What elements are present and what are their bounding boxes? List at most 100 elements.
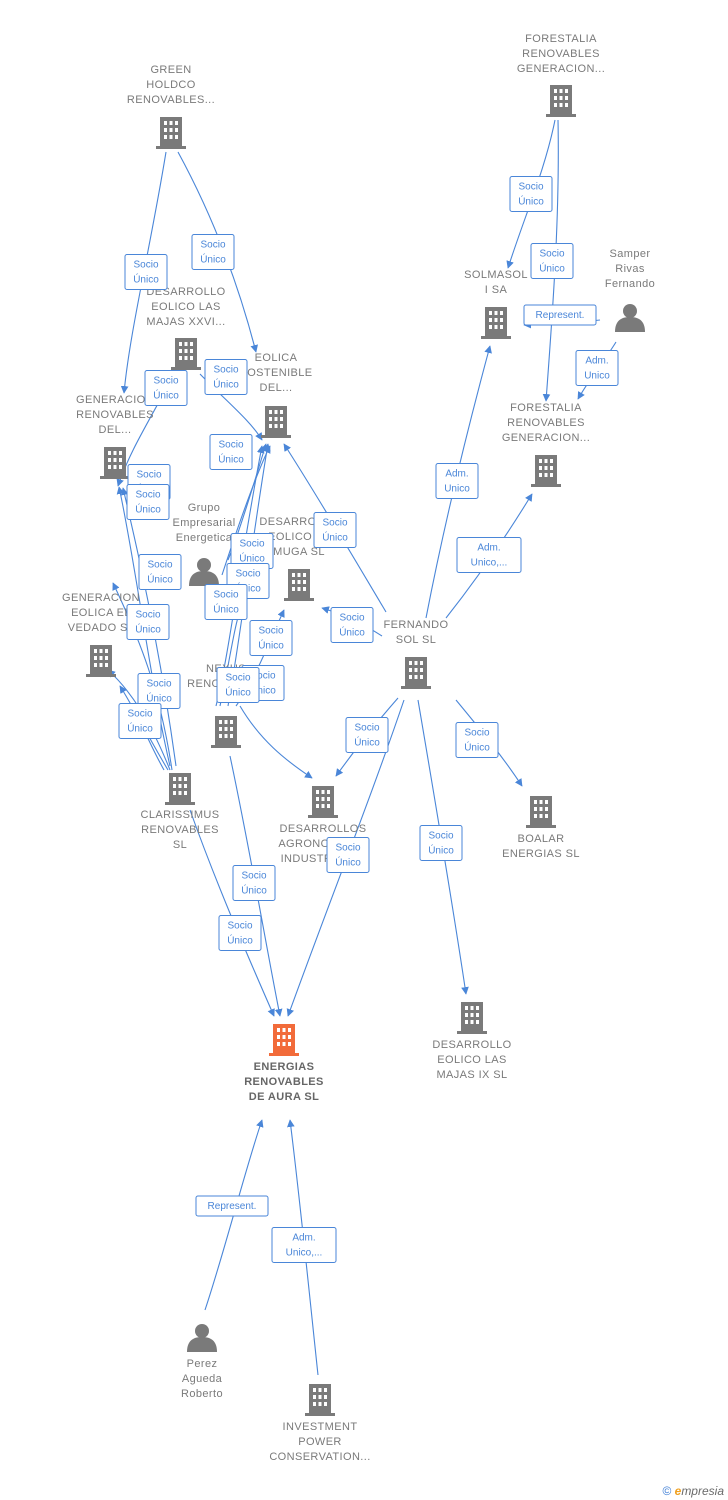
edge-label-text: Único (225, 686, 251, 699)
node-label-line: DESARROLLO (432, 1039, 511, 1051)
node-forestalia-top[interactable]: FORESTALIARENOVABLESGENERACION... (517, 33, 605, 117)
edge-label-text: Socio (200, 240, 225, 251)
edge-label-text: Socio (218, 440, 243, 451)
node-label-line: EOLICA (255, 352, 298, 364)
edge-label-text: Socio (354, 723, 379, 734)
edge-label-box[interactable]: Adm.Unico,... (271, 1227, 337, 1263)
edge-label-text: Único (213, 603, 239, 616)
edge-label-text: Socio (225, 673, 250, 684)
edge-nexus_renovables-to-desarrollos_agronomicos (239, 705, 313, 779)
person-icon (187, 1324, 217, 1352)
node-label-line: EOLICA EL (71, 607, 131, 619)
building-icon (305, 1384, 335, 1416)
node-label-line: RENOVABLES (507, 417, 585, 429)
copyright-symbol: © (662, 1484, 672, 1498)
edge-label-text: Unico (584, 371, 610, 382)
edge-label-text: Único (339, 626, 365, 639)
edge-label-box[interactable]: Adm.Unico (575, 350, 619, 386)
building-icon (284, 569, 314, 601)
edge-label-text: Único (213, 378, 239, 391)
node-label-line: DEL... (260, 382, 293, 394)
edge-label-text: Único (518, 195, 544, 208)
edge-label-box[interactable]: Adm.Unico (435, 463, 479, 499)
edge-label-text: Socio (213, 590, 238, 601)
node-forestalia-mid[interactable]: FORESTALIARENOVABLESGENERACION... (502, 402, 590, 487)
node-label-line: DESARROLLOS (280, 823, 367, 835)
brand-e-glyph: e (674, 1484, 682, 1498)
edge-label-text: Único (539, 262, 565, 275)
edge-label-frame (232, 865, 276, 901)
edge-label-frame (330, 607, 374, 643)
node-label-line: EOLICO LAS (437, 1054, 506, 1066)
edge-label-text: Socio (133, 260, 158, 271)
edge-label-text: Único (133, 273, 159, 286)
edge-label-box[interactable]: Represent. (523, 304, 597, 326)
node-eolica-sostenible[interactable]: EOLICASOSTENIBLEDEL... (239, 352, 312, 438)
building-icon (481, 307, 511, 339)
node-label-line: RENOVABLES (141, 824, 219, 836)
edge-label-text: Único (335, 856, 361, 869)
node-label-line: GENERACION... (502, 432, 590, 444)
node-generacion-renovables-del[interactable]: GENERACIONRENOVABLESDEL... (76, 394, 154, 479)
edge-label-text: Único (147, 573, 173, 586)
edge-label-frame (191, 234, 235, 270)
edge-label-text: Socio (153, 376, 178, 387)
node-label-line: INVESTMENT (283, 1421, 358, 1433)
node-label-line: Fernando (605, 278, 655, 290)
node-label-line: ENERGIAS SL (502, 848, 580, 860)
edge-label-text: Socio (241, 871, 266, 882)
edge-label-text: Único (464, 741, 490, 754)
node-investment-power[interactable]: INVESTMENTPOWERCONSERVATION... (269, 1384, 370, 1463)
edge-label-box[interactable]: Adm.Unico,... (456, 537, 522, 573)
edge-label-text: Único (241, 884, 267, 897)
node-label-line: Roberto (181, 1388, 223, 1400)
edge-label-frame (345, 717, 389, 753)
node-green-holdco[interactable]: GREENHOLDCORENOVABLES... (127, 64, 215, 149)
node-label-line: GENERACION (62, 592, 140, 604)
building-icon (269, 1024, 299, 1056)
edge-label-text: Socio (258, 626, 283, 637)
edge-label-text: Socio (135, 610, 160, 621)
edge-label-box[interactable]: Represent. (195, 1195, 269, 1217)
node-label-line: FORESTALIA (525, 33, 597, 45)
edge-label-frame (455, 722, 499, 758)
empresia-footer[interactable]: © empresia (662, 1484, 724, 1498)
node-label-line: Agueda (182, 1373, 223, 1385)
edge-label-frame (249, 620, 293, 656)
